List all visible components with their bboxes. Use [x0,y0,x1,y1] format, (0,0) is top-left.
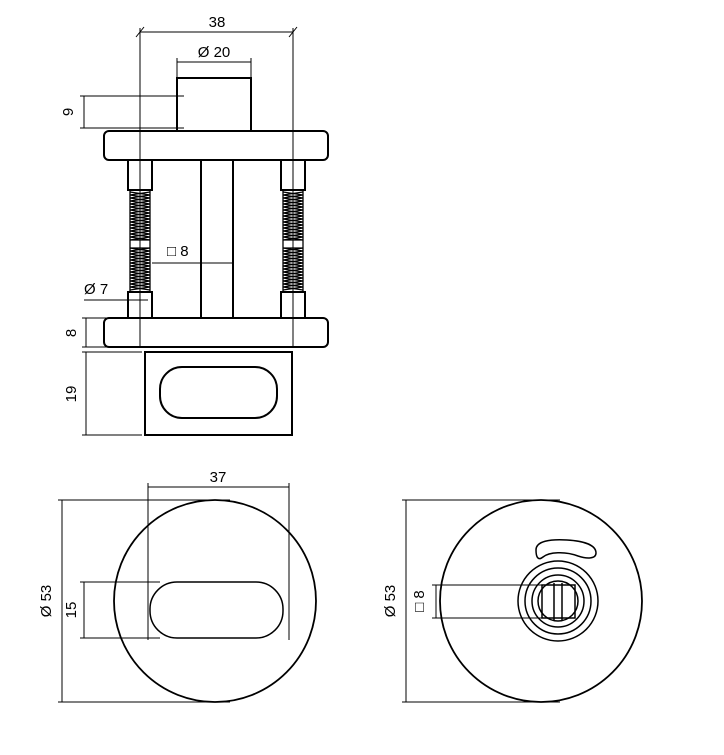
dimension-d53-right-label: Ø 53 [382,585,399,618]
front-view-turn-side: 37 Ø 53 15 [38,469,317,703]
dimension-9-label: 9 [60,108,77,116]
dimension-d20: Ø 20 [176,44,252,82]
release-ring-core [537,580,579,622]
dimension-d7: Ø 7 [84,281,148,301]
dimension-square-8-label: □ 8 [167,243,189,260]
dimension-square-8: □ 8 [152,243,233,264]
dimension-d53-right: Ø 53 [382,499,560,703]
dimension-d7-label: Ø 7 [84,281,108,298]
release-square-spindle [541,584,576,619]
rosette-outer-circle [113,499,317,703]
turn-slot-shape [149,581,284,639]
dimension-d53-left: Ø 53 [38,499,230,703]
release-crescent-indicator [535,539,597,560]
dimension-square-8-right-label: □ 8 [411,590,428,612]
release-ring-outer [517,560,599,642]
release-slot [553,583,563,620]
dimension-37: 37 [147,469,290,640]
dimension-15: 15 [63,581,160,639]
release-ring-mid [524,567,592,635]
turn-body-block [144,351,293,436]
dimension-15-label: 15 [63,602,80,619]
dimension-d53-left-label: Ø 53 [38,585,55,618]
dimension-19: 19 [63,351,142,436]
dimension-38-label: 38 [209,14,226,31]
dimension-37-label: 37 [210,469,227,486]
dimension-9: 9 [60,95,184,129]
centerlines-side-view [139,76,294,348]
dimension-19-label: 19 [63,386,80,403]
front-view-release-side: Ø 53 □ 8 [382,499,643,703]
square-spindle [200,160,234,318]
lower-rosette-plate [103,317,329,348]
release-ring-inner [531,574,585,628]
upper-rosette-plate [103,130,329,161]
rosette-outer-circle-right [439,499,643,703]
knob-boss-block [176,77,252,132]
dimension-square-8-right: □ 8 [411,584,560,619]
dimension-8-label: 8 [63,329,80,337]
dimension-d20-label: Ø 20 [198,44,231,61]
side-section-view: 38 Ø 20 9 □ 8 Ø 7 [60,14,329,436]
dimension-38: 38 [135,14,298,140]
dimension-8: 8 [63,317,138,348]
